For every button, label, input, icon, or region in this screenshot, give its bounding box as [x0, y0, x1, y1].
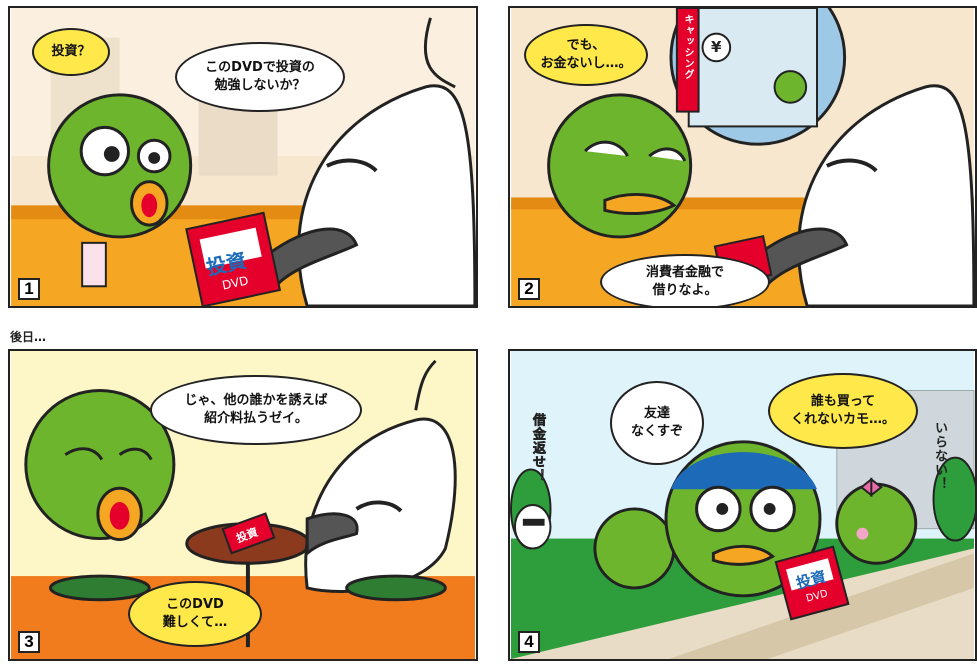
- speech-bubble-3a: じゃ、他の誰かを誘えば 紹介料払うゼイ。: [150, 375, 362, 445]
- speech-bubble-1b: このDVDで投資の 勉強しないか？: [175, 42, 345, 112]
- caption-later: 後日…: [10, 330, 47, 344]
- green-character: [547, 93, 693, 239]
- panel-3: 投資 じゃ、他の誰かを誘えば 紹介料払うゼイ。 このDVD 難しくて… 3: [8, 349, 478, 661]
- dvd-case-4: [774, 545, 850, 621]
- cashing-sign: キャッシング: [682, 14, 693, 80]
- panel-1: 投資 DVD 投資？ このDVDで投資の 勉強しないか？ 1: [8, 6, 478, 308]
- panel-2-illustration: [511, 8, 975, 306]
- panel-number-3: 3: [18, 631, 40, 653]
- speech-bubble-4a: 友達 なくすぞ: [610, 381, 704, 465]
- panel-number-1: 1: [18, 278, 40, 300]
- panel-number-4: 4: [518, 631, 540, 653]
- dvd-case-3: [221, 512, 276, 555]
- speech-bubble-3b: このDVD 難しくて…: [128, 581, 262, 647]
- panel-4: 投資 DVD 借金返せ！ いらない！ 友達 なくすぞ 誰も買って くれないカモ……: [508, 349, 977, 661]
- side-text-no-thanks: いらない！: [932, 421, 947, 491]
- side-text-borrow: 借金返せ！: [530, 413, 546, 484]
- speech-bubble-2b: 消費者金融で 借りなよ。: [600, 254, 770, 306]
- dvd-case-1: [185, 211, 282, 306]
- yen-sign-icon: ¥: [711, 38, 722, 56]
- panel-2: キャッシング ¥ でも、 お金ないし…。 消費者金融で 借りなよ。 2: [508, 6, 977, 308]
- white-bird: [797, 84, 975, 306]
- panel-number-2: 2: [518, 278, 540, 300]
- speech-bubble-2a: でも、 お金ないし…。: [524, 24, 648, 86]
- speech-bubble-1a: 投資？: [32, 28, 110, 76]
- speech-bubble-4b: 誰も買って くれないカモ…。: [768, 373, 918, 449]
